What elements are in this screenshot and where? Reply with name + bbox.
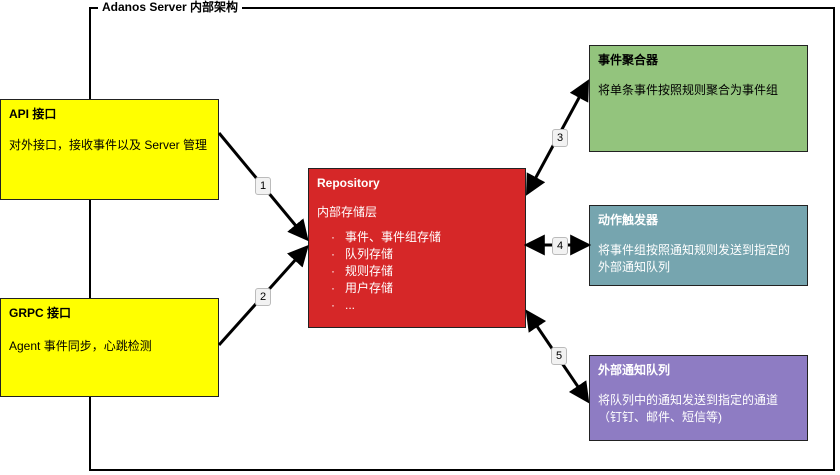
api-desc: 对外接口，接收事件以及 Server 管理 <box>9 138 208 152</box>
connection-label: 3 <box>552 129 568 147</box>
repository-item: 用户存储 <box>331 280 517 297</box>
action-trigger-box: 动作触发器 将事件组按照通知规则发送到指定的外部通知队列 <box>589 205 808 286</box>
repository-desc: 内部存储层 <box>317 205 378 219</box>
frame-title: Adanos Server 内部架构 <box>98 0 243 15</box>
trigger-title: 动作触发器 <box>598 213 659 227</box>
api-title: API 接口 <box>9 107 57 121</box>
repository-title: Repository <box>317 176 380 190</box>
grpc-desc: Agent 事件同步，心跳检测 <box>9 339 152 353</box>
connection-label: 1 <box>255 177 271 195</box>
trigger-desc: 将事件组按照通知规则发送到指定的外部通知队列 <box>598 243 791 274</box>
api-interface-box: API 接口 对外接口，接收事件以及 Server 管理 <box>0 99 219 200</box>
connection-label: 5 <box>551 347 567 365</box>
queue-title: 外部通知队列 <box>598 363 671 377</box>
grpc-title: GRPC 接口 <box>9 306 72 320</box>
repository-box: Repository 内部存储层 事件、事件组存储 队列存储 规则存储 用户存储… <box>308 168 526 328</box>
repository-item: 队列存储 <box>331 246 517 263</box>
connection-label: 4 <box>552 237 568 255</box>
repository-item: ... <box>331 297 517 314</box>
queue-desc: 将队列中的通知发送到指定的通道（钉钉、邮件、短信等) <box>598 393 779 424</box>
grpc-interface-box: GRPC 接口 Agent 事件同步，心跳检测 <box>0 298 219 397</box>
aggregator-title: 事件聚合器 <box>598 53 659 67</box>
repository-item: 事件、事件组存储 <box>331 229 517 246</box>
event-aggregator-box: 事件聚合器 将单条事件按照规则聚合为事件组 <box>589 45 808 152</box>
aggregator-desc: 将单条事件按照规则聚合为事件组 <box>598 83 779 97</box>
repository-items: 事件、事件组存储 队列存储 规则存储 用户存储 ... <box>331 229 517 314</box>
server-frame <box>89 7 835 471</box>
repository-item: 规则存储 <box>331 263 517 280</box>
connection-label: 2 <box>255 288 271 306</box>
external-queue-box: 外部通知队列 将队列中的通知发送到指定的通道（钉钉、邮件、短信等) <box>589 355 808 441</box>
